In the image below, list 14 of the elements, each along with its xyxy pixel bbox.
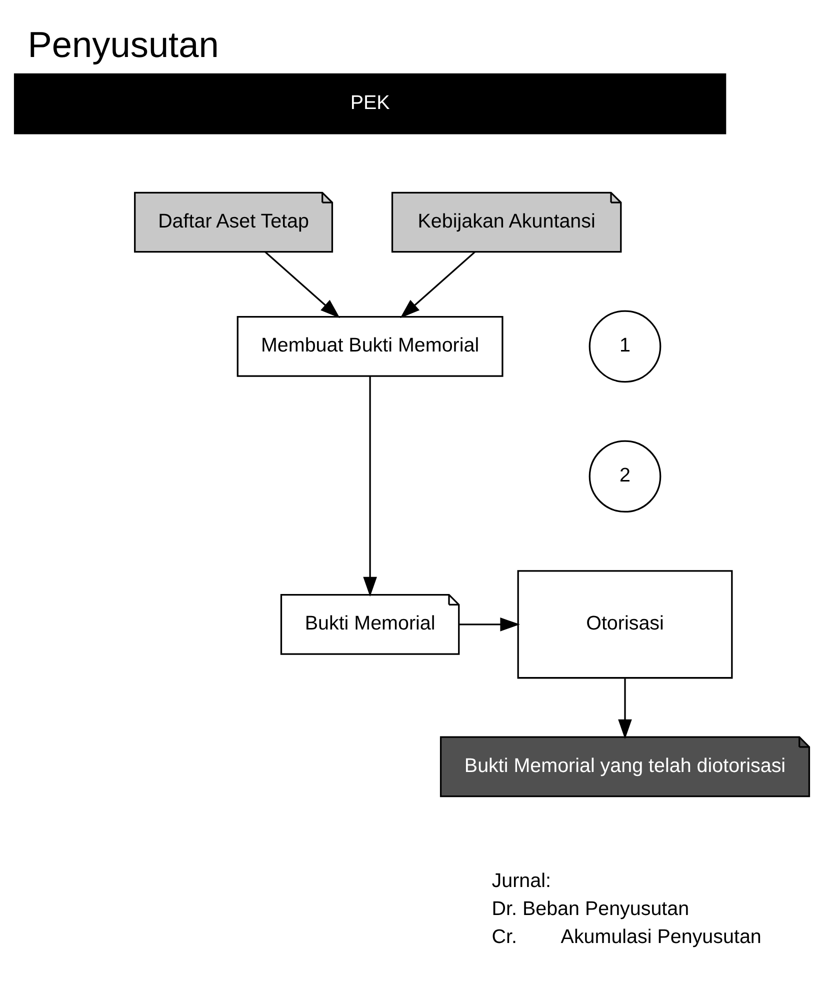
label: Jurnal: [492,870,551,892]
node-box: PEK [14,73,726,134]
arrow [618,678,632,740]
arrow [264,251,340,318]
arrow [363,376,377,597]
node-box: Otorisasi [517,570,733,679]
node-circle: 1 [588,310,662,383]
arrow [400,251,476,318]
arrow [459,618,520,632]
label: Dr. Beban Penyusutan [492,898,690,920]
node-circle: 2 [588,440,662,513]
diagram-title: Penyusutan [28,24,219,66]
node-box: Membuat Bukti Memorial [236,316,504,377]
label: Cr. Akumulasi Penyusutan [492,926,762,948]
